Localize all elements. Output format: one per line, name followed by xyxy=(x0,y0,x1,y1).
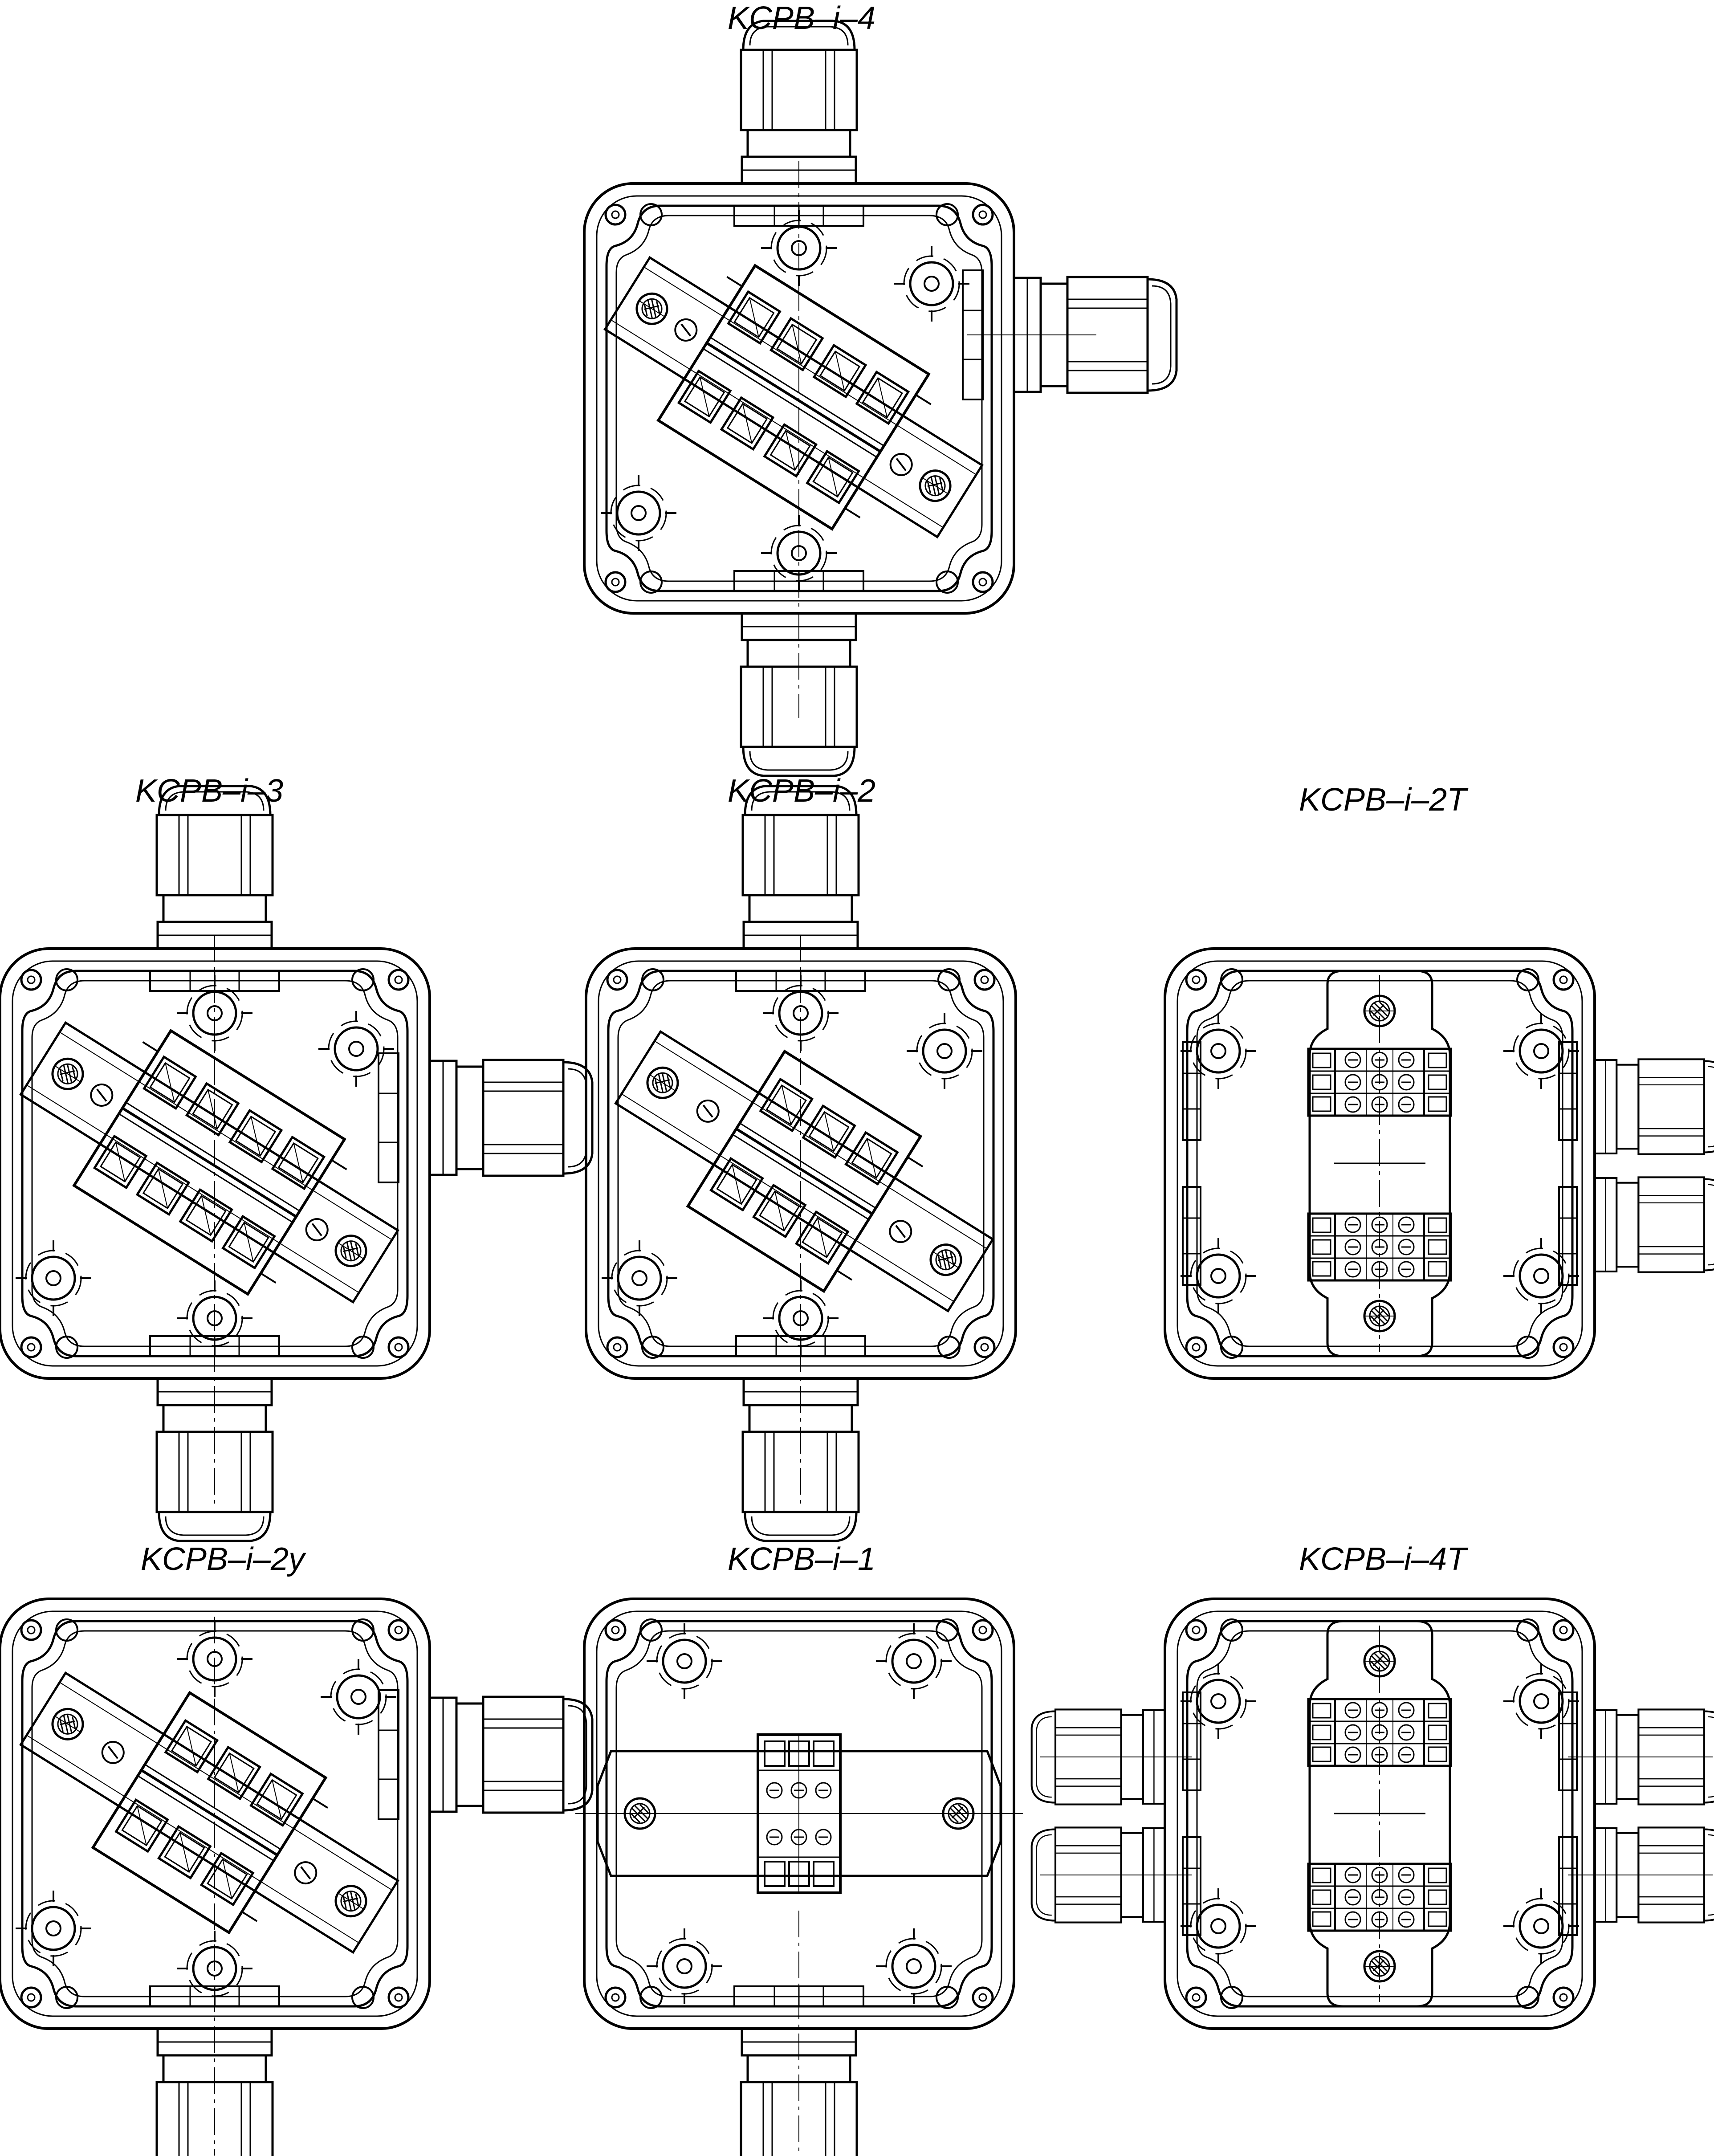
box-ksrv-3 xyxy=(0,786,592,1541)
box-ksrv-2t xyxy=(1165,949,1714,1378)
label-ksrv-1: KCPB–i–1 xyxy=(727,1541,876,1577)
box-ksrv-1 xyxy=(575,1599,1023,2156)
label-ksrv-2u: KCPB–i–2y xyxy=(140,1541,305,1577)
label-ksrv-4t: KCPB–i–4T xyxy=(1299,1541,1467,1577)
box-ksrv-2 xyxy=(586,786,1019,1541)
box-ksrv-4 xyxy=(579,21,1177,776)
label-ksrv-2t: KCPB–i–2T xyxy=(1299,782,1467,818)
label-ksrv-3: KCPB–i–3 xyxy=(135,773,284,809)
box-ksrv-2u xyxy=(0,1599,592,2156)
label-ksrv-4: KCPB–i–4 xyxy=(727,0,876,36)
label-ksrv-2: KCPB–i–2 xyxy=(727,773,876,809)
box-ksrv-4t xyxy=(1032,1599,1714,2029)
